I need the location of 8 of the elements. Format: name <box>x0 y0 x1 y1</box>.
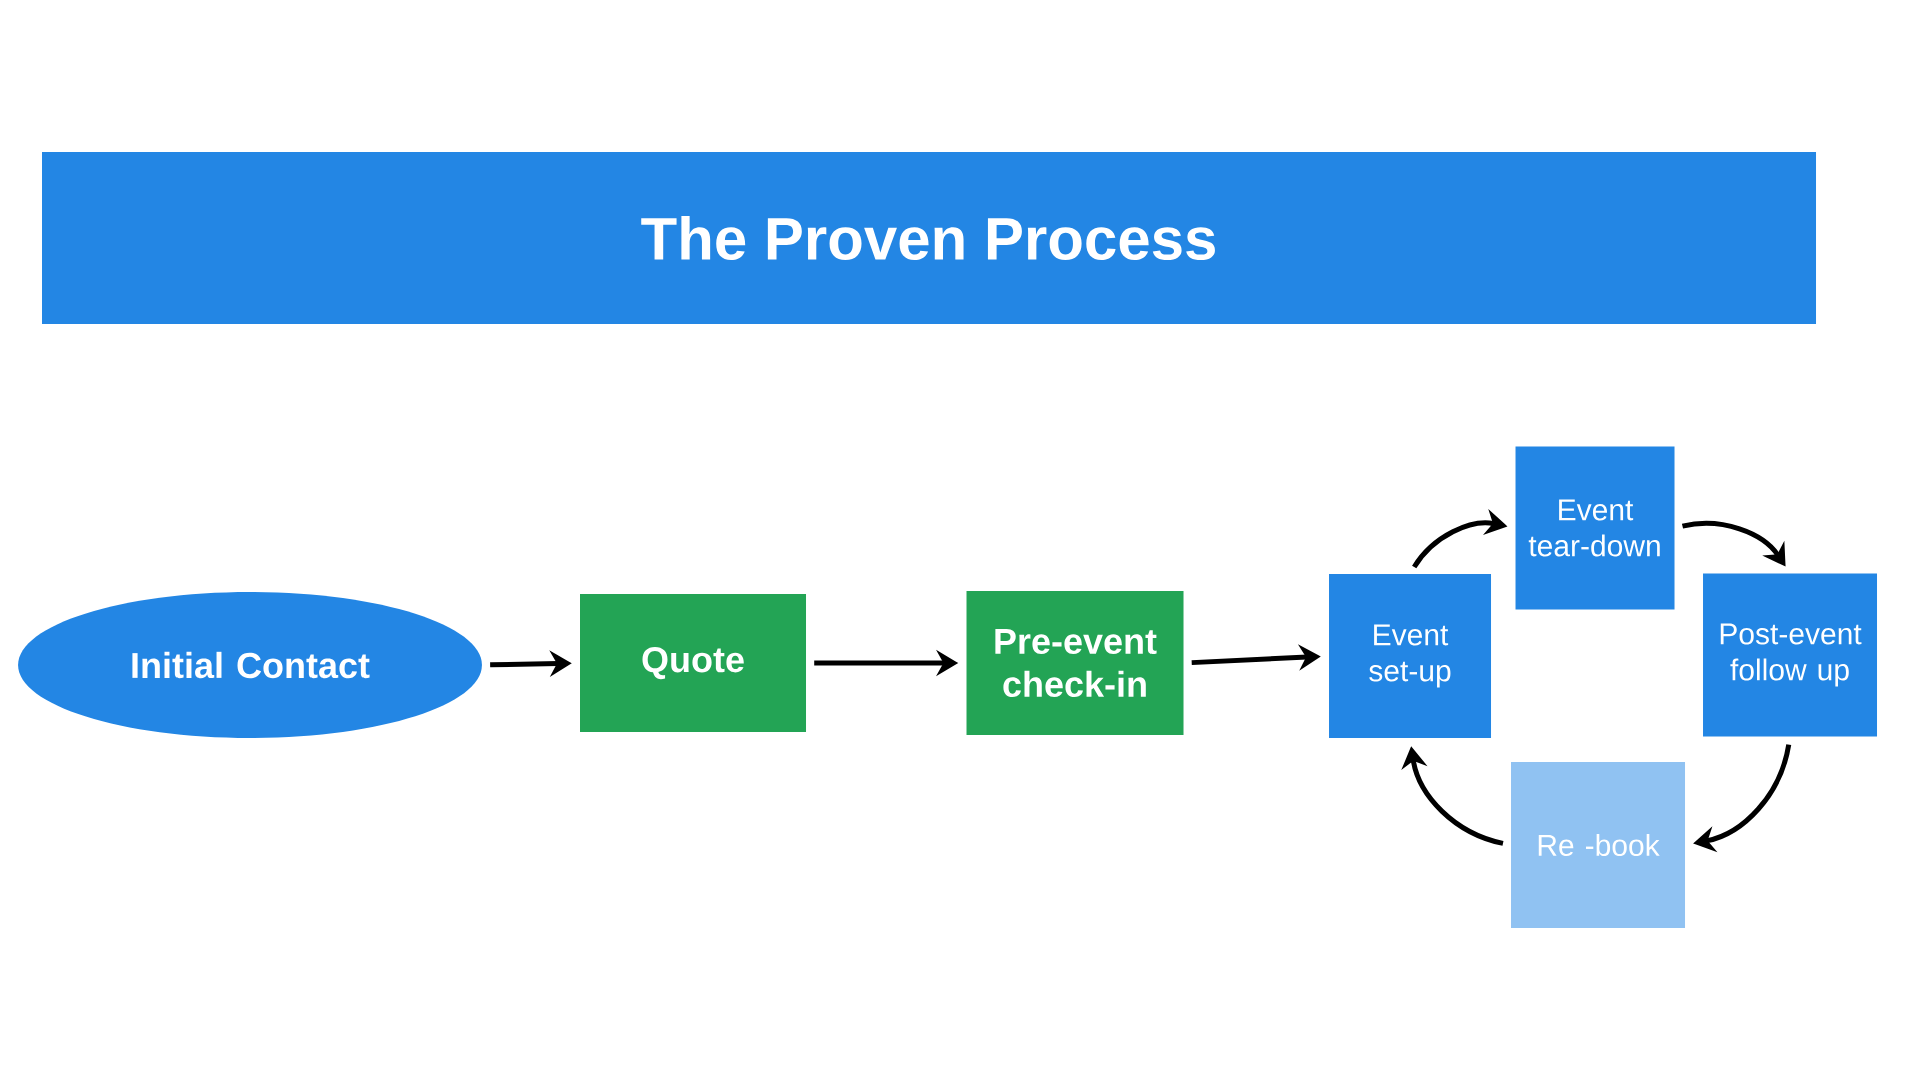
oval-node: Initial Contact <box>18 592 482 738</box>
process-box: Post-event follow up <box>1703 573 1877 737</box>
process-box: Quote <box>580 594 806 732</box>
process-box: Event set-up <box>1329 574 1491 738</box>
title-banner: The Proven Process <box>42 152 1816 324</box>
process-box: Pre-event check-in <box>966 591 1184 735</box>
process-box: Re -book <box>1511 762 1685 928</box>
process-box: Event tear-down <box>1515 446 1675 610</box>
